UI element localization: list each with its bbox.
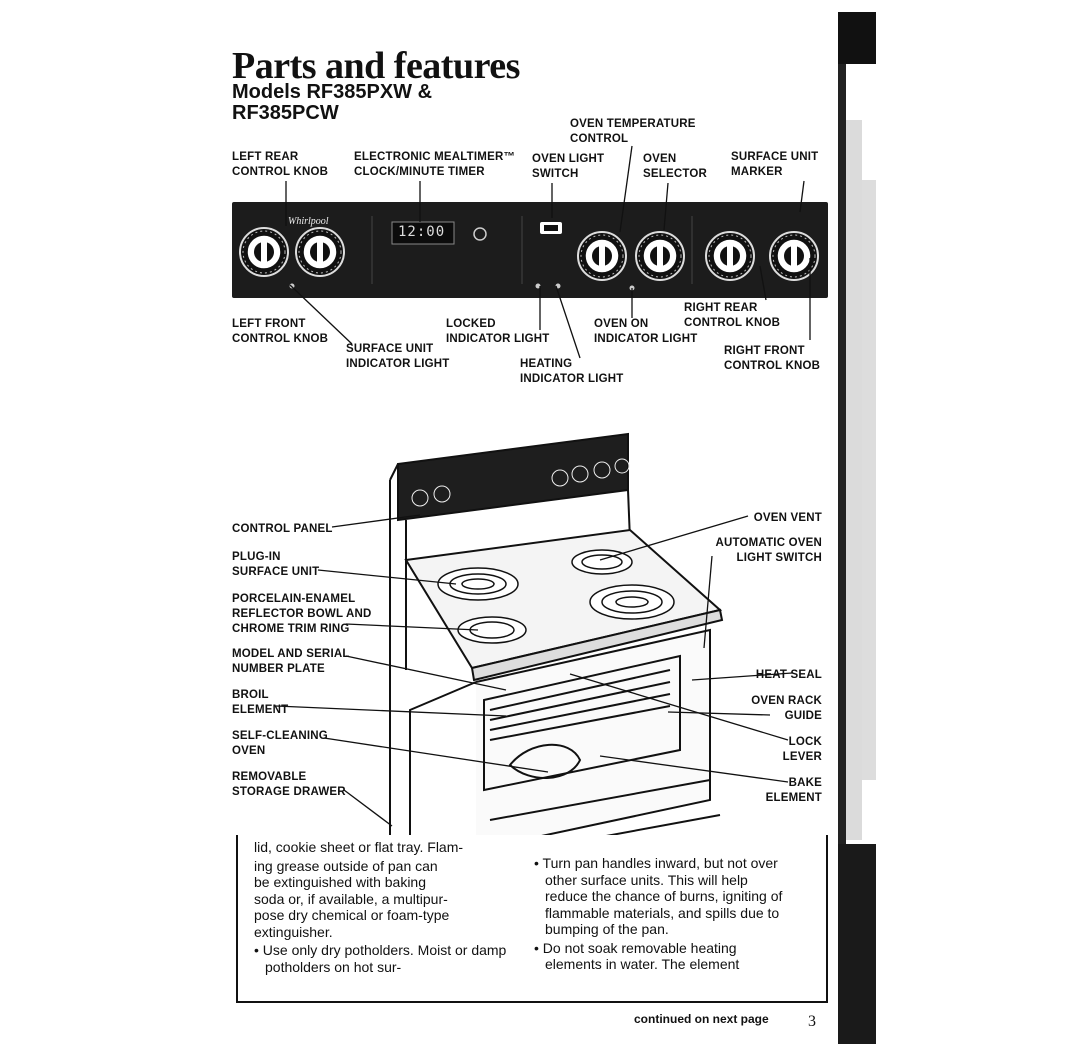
range-illustration <box>389 432 724 850</box>
label-oven-on-indicator: OVEN ON INDICATOR LIGHT <box>594 318 698 345</box>
label-locked-indicator: LOCKED INDICATOR LIGHT <box>446 318 550 345</box>
label-right-rear-knob: RIGHT REAR CONTROL KNOB <box>684 302 781 329</box>
text-line: ing grease outside of pan can <box>254 857 438 874</box>
continued-note: continued on next page <box>634 1012 769 1026</box>
label-left-front-knob: LEFT FRONT CONTROL KNOB <box>232 318 329 345</box>
label-lock-lever: LOCK LEVER <box>782 736 822 763</box>
brand-logo: Whirlpool <box>288 216 329 227</box>
label-broil-element: BROIL ELEMENT <box>232 689 289 716</box>
text-line: lid, cookie sheet or flat tray. Flam- <box>254 839 464 855</box>
label-auto-light-switch: AUTOMATIC OVEN LIGHT SWITCH <box>715 537 822 564</box>
label-left-rear-knob: LEFT REAR CONTROL KNOB <box>232 151 329 178</box>
label-porcelain-bowl: PORCELAIN-ENAMEL REFLECTOR BOWL AND CHRO… <box>232 593 372 635</box>
knob-right-front <box>769 231 819 281</box>
label-heating-indicator: HEATING INDICATOR LIGHT <box>520 358 624 385</box>
control-panel-drawing: Whirlpool 12:00 <box>232 202 828 298</box>
page-title: Parts and features <box>232 45 520 87</box>
label-oven-vent: OVEN VENT <box>753 512 822 524</box>
label-storage-drawer: REMOVABLE STORAGE DRAWER <box>232 771 346 798</box>
knob-right-rear <box>705 231 755 281</box>
label-oven-temp: OVEN TEMPERATURE CONTROL <box>570 118 696 145</box>
bullet-pan-handles: • Turn pan handles inward, but not over … <box>534 855 783 937</box>
bullet-text: Turn pan handles inward, but not over ot… <box>542 855 783 937</box>
text-line: pose dry chemical or foam-type <box>254 907 450 923</box>
label-bake-element: BAKE ELEMENT <box>765 777 822 804</box>
knob-oven-temp <box>577 231 627 281</box>
knob-left-rear <box>295 227 345 277</box>
label-surface-indicator: SURFACE UNIT INDICATOR LIGHT <box>346 343 450 370</box>
label-surface-unit-marker: SURFACE UNIT MARKER <box>731 151 819 178</box>
label-plug-in-surface-unit: PLUG-IN SURFACE UNIT <box>232 551 320 578</box>
label-oven-selector: OVEN SELECTOR <box>643 153 708 180</box>
label-right-front-knob: RIGHT FRONT CONTROL KNOB <box>724 345 821 372</box>
label-mealtimer: ELECTRONIC MEALTIMER™ CLOCK/MINUTE TIMER <box>354 151 516 178</box>
page-number: 3 <box>808 1013 816 1030</box>
knob-left-front <box>239 227 289 277</box>
label-oven-rack-guide: OVEN RACK GUIDE <box>751 695 822 722</box>
safety-text-box: lid, cookie sheet or flat tray. Flam- in… <box>236 835 828 1003</box>
text-column-left: lid, cookie sheet or flat tray. Flam- in… <box>254 839 524 977</box>
label-oven-light-switch: OVEN LIGHT SWITCH <box>532 153 605 180</box>
label-self-cleaning-oven: SELF-CLEANING OVEN <box>232 730 328 757</box>
label-model-serial-plate: MODEL AND SERIAL NUMBER PLATE <box>232 648 350 675</box>
bullet-text: Do not soak removable heating elements i… <box>542 939 740 973</box>
text-line: extinguisher. <box>254 923 333 940</box>
label-heat-seal: HEAT SEAL <box>755 669 822 681</box>
bullet-text: Use only dry potholders. Moist or damp p… <box>262 942 507 975</box>
clock-display: 12:00 <box>398 224 446 240</box>
knob-oven-selector <box>635 231 685 281</box>
scan-edge-art <box>838 12 876 1044</box>
text-column-right: • Turn pan handles inward, but not over … <box>534 855 794 975</box>
bullet-potholders: • Use only dry potholders. Moist or damp… <box>254 942 507 975</box>
text-line: soda or, if available, a multipur- <box>254 890 448 907</box>
page-subtitle: Models RF385PXW & RF385PCW <box>232 81 433 124</box>
bullet-heating-elements: • Do not soak removable heating elements… <box>534 939 740 973</box>
text-line: be extinguished with baking <box>254 874 427 890</box>
label-control-panel: CONTROL PANEL <box>232 523 333 535</box>
